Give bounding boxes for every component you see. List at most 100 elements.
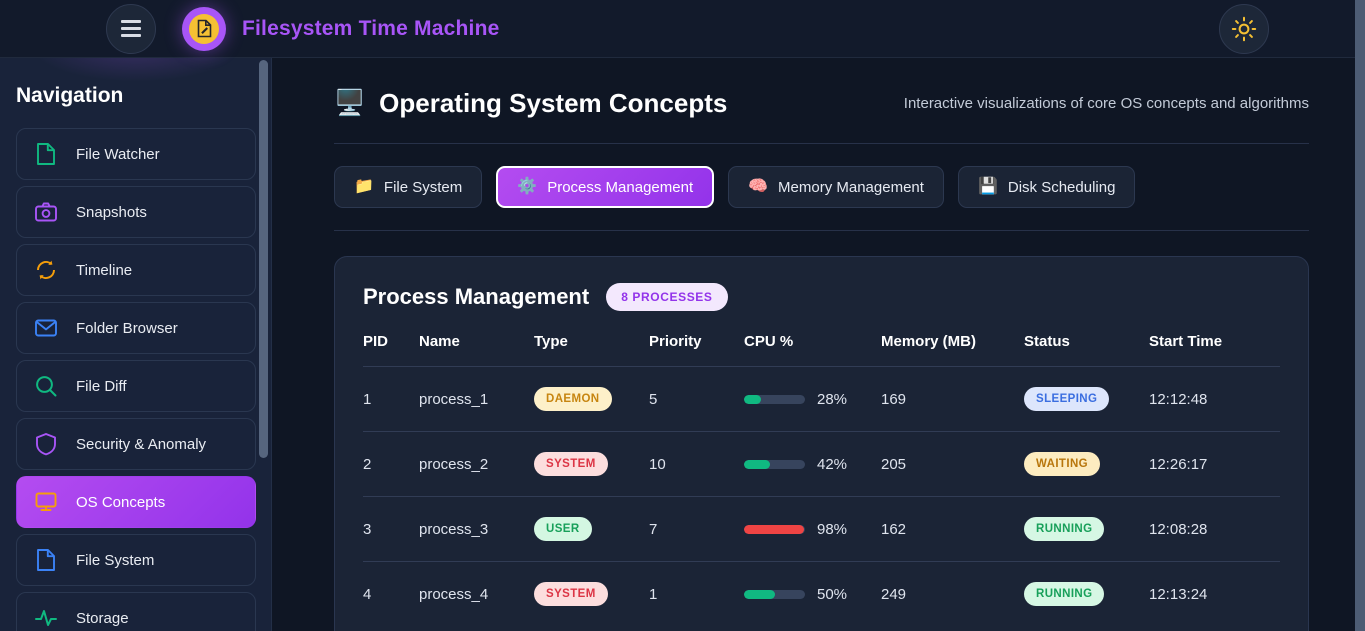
cpu-value: 28% [817,391,847,408]
sidebar: Navigation File Watcher Snapshots Timeli… [0,58,272,631]
tab-label: File System [384,179,462,196]
cpu-progress-bar [744,525,805,534]
refresh-icon [33,257,59,283]
sidebar-item-storage[interactable]: Storage [16,592,256,631]
tab-disk-scheduling[interactable]: 💾 Disk Scheduling [958,166,1135,208]
cell-status: SLEEPING [1024,367,1149,432]
cell-priority: 5 [649,367,744,432]
page-header: 🖥️ Operating System Concepts Interactive… [334,58,1309,144]
cpu-progress-bar [744,590,805,599]
process-count-badge: 8 PROCESSES [606,283,727,311]
process-table: PID Name Type Priority CPU % Memory (MB)… [363,333,1280,626]
cell-name: process_3 [419,497,534,562]
table-row[interactable]: 2process_2SYSTEM1042%205WAITING12:26:17 [363,432,1280,497]
tab-file-system[interactable]: 📁 File System [334,166,482,208]
sidebar-scrollbar[interactable] [259,60,268,458]
tab-process-management[interactable]: ⚙️ Process Management [496,166,714,208]
cell-start-time: 12:26:17 [1149,432,1280,497]
cpu-progress-fill [744,395,761,404]
file-icon [33,141,59,167]
camera-icon [33,199,59,225]
hamburger-icon[interactable] [106,4,156,54]
cpu-progress-fill [744,525,804,534]
sidebar-item-label: Storage [76,610,129,627]
cell-start-time: 12:12:48 [1149,367,1280,432]
table-row[interactable]: 3process_3USER798%162RUNNING12:08:28 [363,497,1280,562]
cell-pid: 1 [363,367,419,432]
table-header-row: PID Name Type Priority CPU % Memory (MB)… [363,333,1280,367]
floppy-disk-icon: 💾 [978,179,998,195]
sidebar-item-timeline[interactable]: Timeline [16,244,256,296]
sidebar-item-file-system[interactable]: File System [16,534,256,586]
page-subtitle: Interactive visualizations of core OS co… [904,95,1309,112]
card-header: Process Management 8 PROCESSES [363,283,1280,311]
type-badge: DAEMON [534,387,612,411]
cell-pid: 2 [363,432,419,497]
process-table-head: PID Name Type Priority CPU % Memory (MB)… [363,333,1280,367]
cell-memory: 205 [881,432,1024,497]
cell-cpu: 50% [744,562,881,627]
cell-type: USER [534,497,649,562]
sidebar-item-label: File Diff [76,378,127,395]
hamburger-bar [121,34,141,37]
cell-cpu: 28% [744,367,881,432]
cell-status: RUNNING [1024,497,1149,562]
shield-icon [33,431,59,457]
column-header-memory: Memory (MB) [881,333,1024,367]
folder-icon: 📁 [354,179,374,195]
page-scrollbar[interactable] [1355,0,1365,631]
sidebar-item-label: File Watcher [76,146,160,163]
column-header-type: Type [534,333,649,367]
monitor-icon [33,489,59,515]
tab-label: Disk Scheduling [1008,179,1116,196]
sidebar-glow [31,58,241,82]
sidebar-item-label: Timeline [76,262,132,279]
cell-type: SYSTEM [534,432,649,497]
card-title: Process Management [363,284,589,310]
app-header: Filesystem Time Machine [0,0,1355,58]
cell-priority: 1 [649,562,744,627]
type-badge: USER [534,517,592,541]
status-badge: SLEEPING [1024,387,1109,411]
cpu-value: 98% [817,521,847,538]
monitor-emoji-icon: 🖥️ [334,91,365,116]
file-icon [33,547,59,573]
cpu-progress-bar [744,460,805,469]
sidebar-item-os-concepts[interactable]: OS Concepts [16,476,256,528]
column-header-status: Status [1024,333,1149,367]
cell-priority: 10 [649,432,744,497]
sidebar-item-security-anomaly[interactable]: Security & Anomaly [16,418,256,470]
cpu-progress-fill [744,590,775,599]
cell-start-time: 12:08:28 [1149,497,1280,562]
page-title: Operating System Concepts [379,88,727,119]
sun-icon[interactable] [1219,4,1269,54]
status-badge: RUNNING [1024,582,1104,606]
cell-name: process_1 [419,367,534,432]
cpu-progress-bar [744,395,805,404]
sidebar-item-folder-browser[interactable]: Folder Browser [16,302,256,354]
column-header-pid: PID [363,333,419,367]
table-row[interactable]: 4process_4SYSTEM150%249RUNNING12:13:24 [363,562,1280,627]
status-badge: RUNNING [1024,517,1104,541]
process-table-body: 1process_1DAEMON528%169SLEEPING12:12:482… [363,367,1280,627]
sidebar-item-file-watcher[interactable]: File Watcher [16,128,256,180]
cell-memory: 162 [881,497,1024,562]
cell-cpu: 98% [744,497,881,562]
gear-icon: ⚙️ [517,179,537,195]
cell-status: WAITING [1024,432,1149,497]
type-badge: SYSTEM [534,582,608,606]
mail-icon [33,315,59,341]
tab-memory-management[interactable]: 🧠 Memory Management [728,166,944,208]
search-icon [33,373,59,399]
cell-pid: 3 [363,497,419,562]
sidebar-item-file-diff[interactable]: File Diff [16,360,256,412]
main-content: 🖥️ Operating System Concepts Interactive… [272,58,1355,631]
sidebar-item-snapshots[interactable]: Snapshots [16,186,256,238]
cell-name: process_4 [419,562,534,627]
table-row[interactable]: 1process_1DAEMON528%169SLEEPING12:12:48 [363,367,1280,432]
cell-memory: 249 [881,562,1024,627]
cpu-progress-fill [744,460,770,469]
sidebar-item-label: File System [76,552,154,569]
cell-type: SYSTEM [534,562,649,627]
